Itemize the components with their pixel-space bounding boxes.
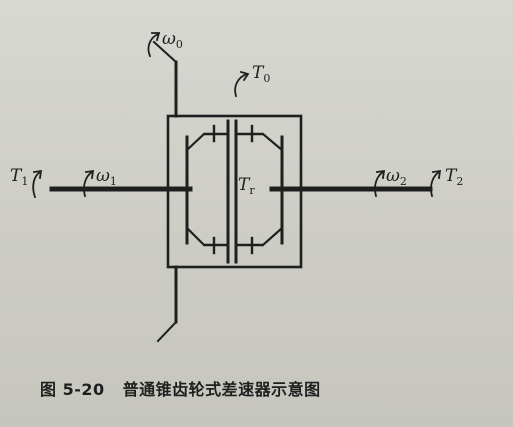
upper-shaft-bend <box>152 40 178 64</box>
bevel-upper-right <box>261 132 284 152</box>
omega1-arrowhead-icon <box>84 169 95 180</box>
omega1-arrow-icon <box>83 170 94 198</box>
omega2-arrow-icon <box>374 170 385 198</box>
label-T1: T1 <box>10 166 28 188</box>
label-T2: T2 <box>445 166 463 188</box>
T1-arrowhead-icon <box>32 169 43 180</box>
figure-number: 图 5-20 <box>40 380 105 399</box>
label-omega2: ω2 <box>386 166 407 188</box>
bevel-lower-left <box>185 226 206 247</box>
label-omega1: ω1 <box>96 166 117 188</box>
T0-arrow-icon <box>234 72 249 98</box>
figure-title: 普通锥齿轮式差速器示意图 <box>122 380 321 399</box>
omega0-arrowhead-icon <box>151 32 161 42</box>
figure-caption: 图 5-20 普通锥齿轮式差速器示意图 <box>40 376 480 400</box>
bevel-lower-right <box>261 226 284 247</box>
label-Tr: Tr <box>238 175 255 197</box>
omega0-arrow-icon <box>147 32 160 58</box>
T2-arrow-icon <box>430 170 441 198</box>
bevel-upper-left <box>185 132 206 152</box>
T1-arrow-icon <box>32 170 42 199</box>
omega2-arrowhead-icon <box>375 169 386 180</box>
label-omega0: ω0 <box>162 29 183 51</box>
T2-arrowhead-icon <box>431 169 442 180</box>
label-T0: T0 <box>252 63 270 85</box>
lower-shaft-bend <box>156 320 178 343</box>
T0-arrowhead-icon <box>239 70 250 82</box>
